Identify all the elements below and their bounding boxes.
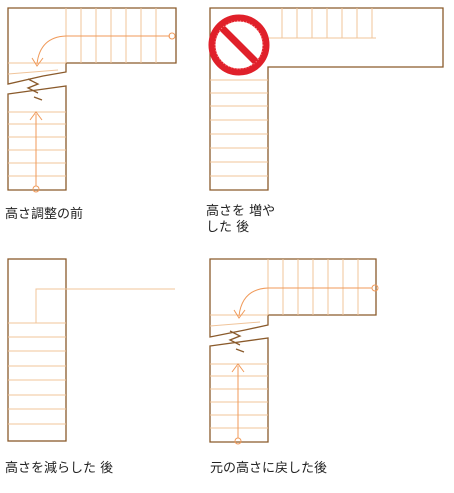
stair-panel-before xyxy=(7,7,177,193)
stair-outline xyxy=(7,258,67,442)
stair-outline xyxy=(209,7,444,191)
stair-outline xyxy=(209,258,377,443)
landing-treads xyxy=(7,62,66,75)
lower-run-treads xyxy=(210,363,268,429)
stair-outline xyxy=(7,7,177,191)
lower-run-treads xyxy=(8,322,66,425)
upper-run-treads xyxy=(267,259,359,315)
break-line-icon xyxy=(26,78,43,101)
lower-run-treads xyxy=(210,79,268,177)
walk-line xyxy=(231,284,379,445)
caption-after-increase: 高さを 増や した 後 xyxy=(206,204,276,235)
upper-run-treads xyxy=(268,8,376,39)
landing-treads xyxy=(209,314,268,327)
caption-after-restore: 元の高さに戻した後 xyxy=(210,461,328,476)
stair-panel-restored xyxy=(209,258,379,445)
walk-line xyxy=(29,32,176,193)
stair-panel-decreased xyxy=(7,258,175,442)
caption-before-adjustment: 高さ調整の前 xyxy=(5,207,84,222)
caption-after-decrease: 高さを減らした 後 xyxy=(5,461,114,476)
prohibited-icon xyxy=(208,14,270,76)
walk-line xyxy=(35,288,175,323)
lower-run-treads xyxy=(8,111,66,177)
stair-panel-increased xyxy=(208,7,444,191)
break-line-icon xyxy=(228,330,245,353)
